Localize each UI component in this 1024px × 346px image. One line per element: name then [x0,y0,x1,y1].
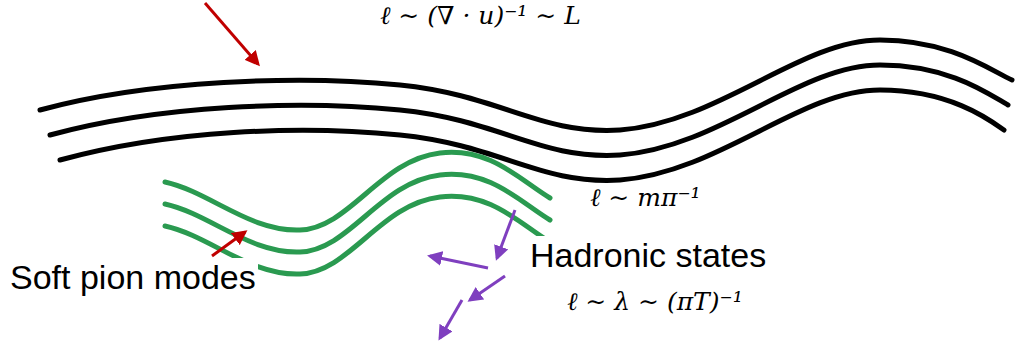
pointer-arrow [212,232,245,256]
pointer-arrow [205,3,258,64]
momentum-arrow [497,210,515,258]
wave-line [165,152,550,230]
wave-line [60,90,1004,180]
momentum-arrow [470,276,505,300]
hadron-arrows [430,210,515,338]
hydro-modes [40,40,1012,180]
pion-modes [165,152,550,274]
mode-label: Hadronic states [528,236,768,275]
wave-line [40,40,1012,130]
scale-label: ℓ ∼ λ ∼ (πT)⁻¹ [565,288,745,317]
wave-line [165,174,550,252]
momentum-arrow [440,300,462,338]
wave-line [50,65,1008,155]
scale-label: ℓ ∼ (∇ · u)⁻¹ ∼ L [378,2,583,31]
momentum-arrow [430,256,488,268]
mode-label: Soft pion modes [8,258,258,297]
pointer-arrows [205,3,258,256]
scale-label: ℓ ∼ mπ⁻¹ [588,184,703,213]
